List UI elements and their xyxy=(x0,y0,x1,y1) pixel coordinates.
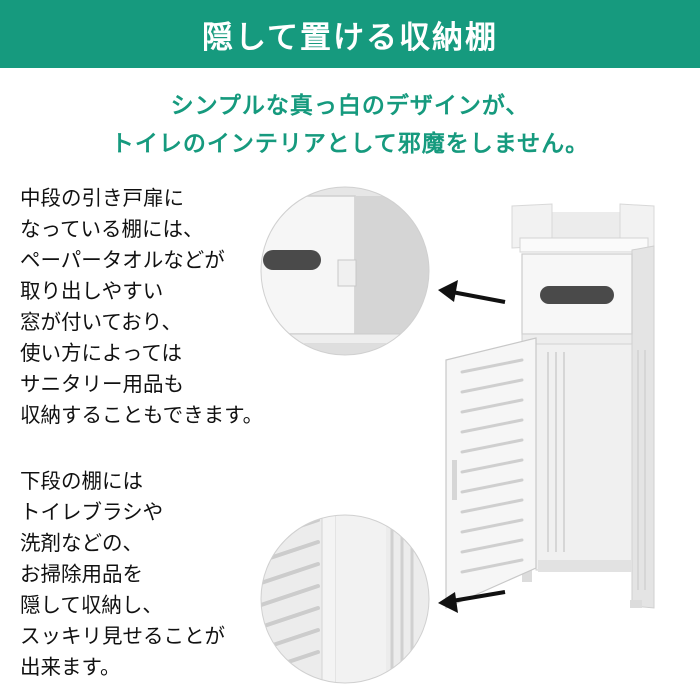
text-line: 収納することもできます。 xyxy=(20,403,264,427)
cabinet-interior xyxy=(535,343,633,571)
subtitle-line-1: シンプルな真っ白のデザインが、 xyxy=(170,93,530,119)
text-line: 中段の引き戸扉に xyxy=(20,186,184,210)
door-slats xyxy=(460,358,524,574)
subtitle-line-2: トイレのインテリアとして邪魔をしません。 xyxy=(110,131,590,157)
cabinet-leg xyxy=(630,600,642,608)
page-title: 隠して置ける収納棚 xyxy=(201,19,499,56)
cabinet-floor xyxy=(538,560,632,572)
text-line: サニタリー用品も xyxy=(20,372,184,396)
text-line: 使い方によっては xyxy=(20,341,182,365)
text-line: 取り出しやすい xyxy=(20,279,164,303)
text-line: 下段の棚には xyxy=(20,469,143,493)
text-line: なっている棚には、 xyxy=(20,217,204,241)
text-line: 隠して収納し、 xyxy=(20,593,163,617)
side-slats xyxy=(547,350,646,590)
door-detail-circle xyxy=(260,514,430,684)
text-line: トイレブラシや xyxy=(20,500,164,524)
text-line: スッキリ見せることが xyxy=(20,624,225,648)
tissue-window xyxy=(540,286,614,304)
arrow-left-icon xyxy=(438,590,506,613)
door-handle xyxy=(452,460,457,500)
arrow-left-icon xyxy=(438,280,506,304)
text-line: お掃除用品を xyxy=(20,562,143,586)
drawer-detail-circle xyxy=(260,186,430,356)
lower-shelf-description: 下段の棚には トイレブラシや 洗剤などの、 お掃除用品を 隠して収納し、 スッキ… xyxy=(20,466,225,683)
cabinet-divider xyxy=(521,333,633,345)
cabinet-leg xyxy=(522,568,532,582)
cabinet-side xyxy=(631,245,655,609)
text-line: ペーパータオルなどが xyxy=(20,248,225,272)
text-line: 窓が付いており、 xyxy=(20,310,182,334)
cabinet-top-shelf xyxy=(519,237,649,253)
header-banner: 隠して置ける収納棚 xyxy=(0,0,700,68)
text-line: 洗剤などの、 xyxy=(20,531,143,555)
cabinet xyxy=(445,203,655,609)
text-line: 出来ます。 xyxy=(20,655,121,679)
middle-shelf-description: 中段の引き戸扉に なっている棚には、 ペーパータオルなどが 取り出しやすい 窓が… xyxy=(20,183,263,431)
